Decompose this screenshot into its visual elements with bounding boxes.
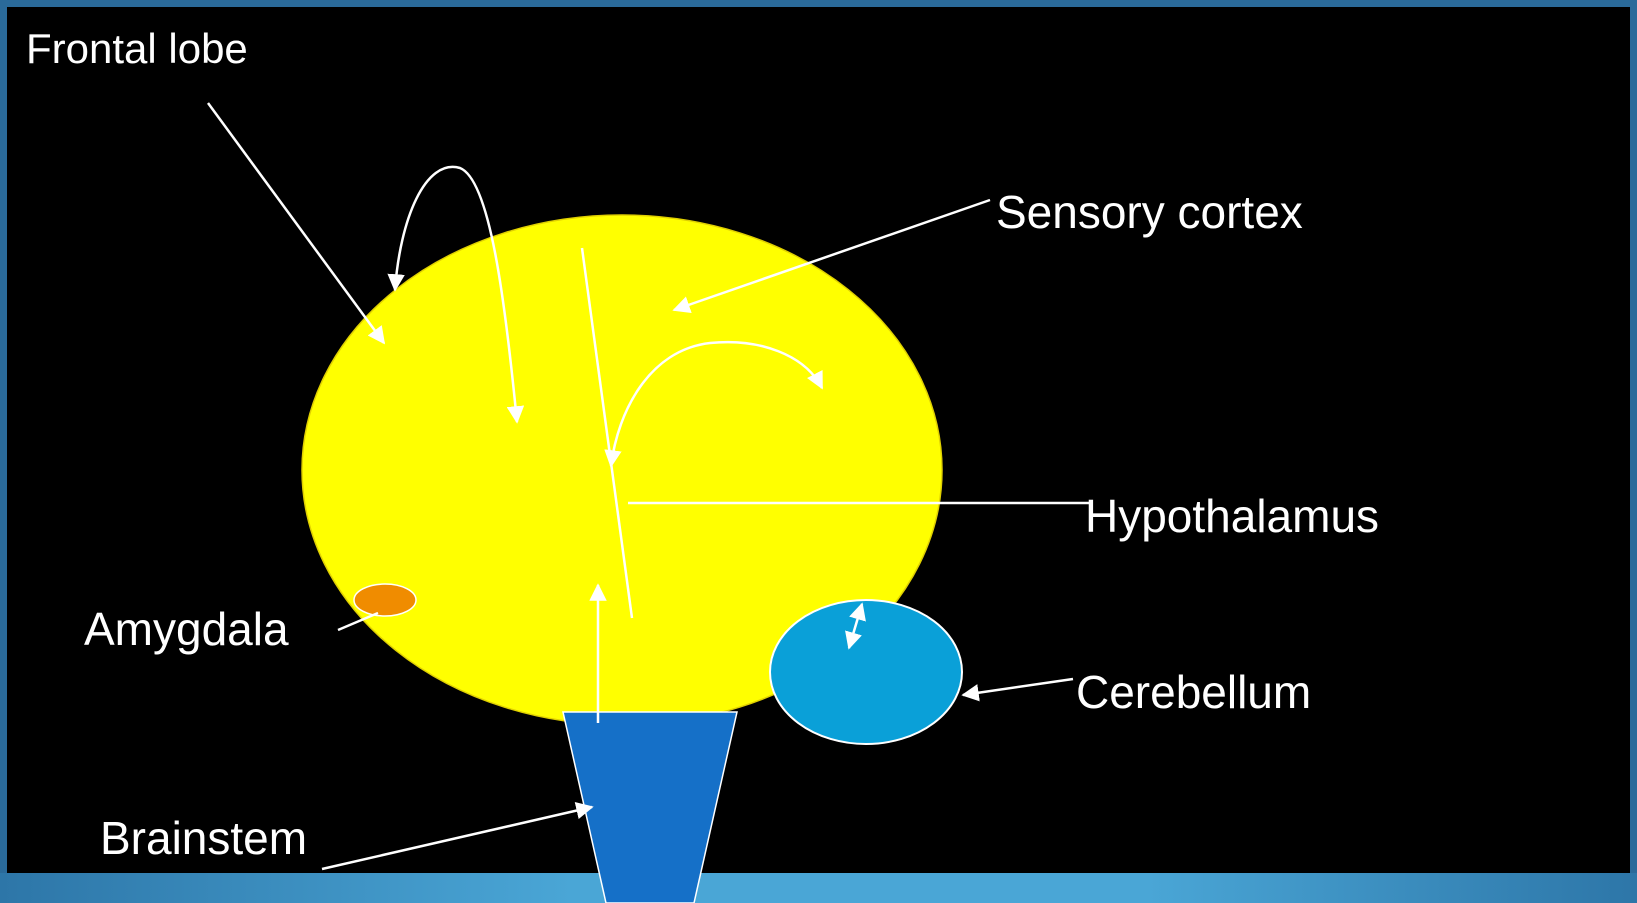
cerebellum-shape (770, 600, 962, 744)
frontal-lobe-label: Frontal lobe (26, 25, 248, 72)
bottom-band (0, 873, 1637, 903)
hypothalamus-label: Hypothalamus (1085, 490, 1379, 542)
cerebellum-label: Cerebellum (1076, 666, 1311, 718)
brainstem-label: Brainstem (100, 812, 307, 864)
sensory-cortex-label: Sensory cortex (996, 186, 1303, 238)
amygdala-label: Amygdala (84, 603, 289, 655)
amygdala-shape (354, 584, 416, 616)
